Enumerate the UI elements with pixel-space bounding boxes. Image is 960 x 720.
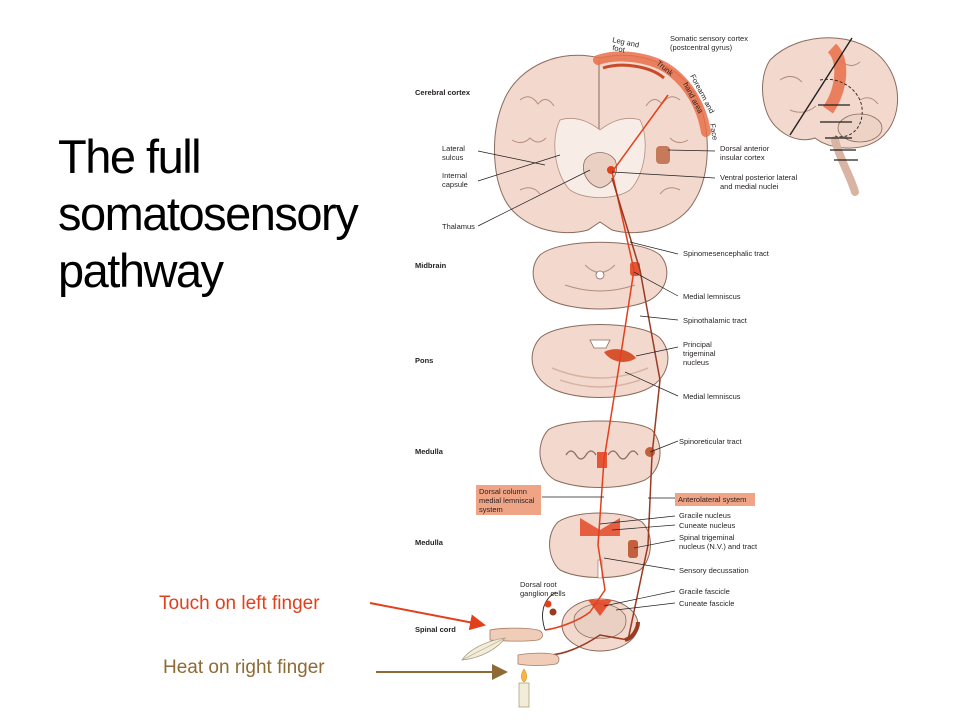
midbrain-section <box>532 241 668 310</box>
level-cerebral-cortex: Cerebral cortex <box>415 88 471 97</box>
label-medial-lemniscus-lower: Medial lemniscus <box>683 392 741 401</box>
label-trigeminal: trigeminal <box>683 349 716 358</box>
label-anterolateral-system: Anterolateral system <box>678 495 746 504</box>
touch-caption: Touch on left finger <box>159 593 320 614</box>
label-medial-nuclei: and medial nuclei <box>720 182 779 191</box>
pathway-lines <box>542 94 669 656</box>
label-spinoreticular-tract: Spinoreticular tract <box>679 437 742 446</box>
finger-feather-illustration <box>461 627 543 661</box>
pons-section <box>531 324 669 398</box>
label-system: system <box>479 505 503 514</box>
level-pons: Pons <box>415 356 433 365</box>
label-cuneate-fascicle: Cuneate fascicle <box>679 599 734 608</box>
level-midbrain: Midbrain <box>415 261 447 270</box>
label-medial-lemniscal: medial lemniscal <box>479 496 535 505</box>
cerebrum-section <box>494 51 711 234</box>
label-sensory-decussation: Sensory decussation <box>679 566 749 575</box>
label-face: Face <box>708 123 720 141</box>
label-spinothalamic-tract: Spinothalamic tract <box>683 316 748 325</box>
label-gracile-fascicle: Gracile fascicle <box>679 587 730 596</box>
spinal-cord-section <box>561 598 640 652</box>
label-principal: Principal <box>683 340 712 349</box>
label-dorsal-root: Dorsal root <box>520 580 558 589</box>
label-ganglion-cells: ganglion cells <box>520 589 566 598</box>
label-lateral: Lateral <box>442 144 465 153</box>
label-medial-lemniscus-upper: Medial lemniscus <box>683 292 741 301</box>
lateral-brain-view <box>762 37 899 196</box>
label-spinomesencephalic-tract: Spinomesencephalic tract <box>683 249 770 258</box>
label-thalamus: Thalamus <box>442 222 475 231</box>
label-sulcus: sulcus <box>442 153 464 162</box>
label-insular-cortex: insular cortex <box>720 153 765 162</box>
label-trigeminal-nucleus-tract: nucleus (N.V.) and tract <box>679 542 758 551</box>
label-postcentral-gyrus: (postcentral gyrus) <box>670 43 733 52</box>
leader-lines <box>477 149 716 611</box>
dorsal-column-box <box>476 485 541 515</box>
label-dorsal-anterior: Dorsal anterior <box>720 144 770 153</box>
label-cuneate-nucleus: Cuneate nucleus <box>679 521 736 530</box>
label-foot: foot <box>612 43 627 55</box>
anterolateral-box <box>675 493 755 506</box>
level-medulla-upper: Medulla <box>415 447 444 456</box>
label-somatic-sensory-cortex: Somatic sensory cortex <box>670 34 748 43</box>
slide-title: The full somatosensory pathway <box>58 130 359 297</box>
label-nucleus: nucleus <box>683 358 709 367</box>
label-dorsal-column: Dorsal column <box>479 487 527 496</box>
dorsal-root-ganglion-heat <box>549 608 557 616</box>
label-internal: Internal <box>442 171 467 180</box>
level-spinal-cord: Spinal cord <box>415 625 456 634</box>
label-gracile-nucleus: Gracile nucleus <box>679 511 731 520</box>
level-medulla-lower: Medulla <box>415 538 444 547</box>
dorsal-root-ganglion-touch <box>544 600 552 608</box>
touch-arrow <box>369 602 486 631</box>
heat-caption: Heat on right finger <box>163 657 325 678</box>
label-ventral-posterior: Ventral posterior lateral <box>720 173 797 182</box>
label-spinal-trigeminal: Spinal trigeminal <box>679 533 735 542</box>
label-capsule: capsule <box>442 180 468 189</box>
finger-candle-illustration <box>517 652 560 708</box>
upper-medulla-section <box>539 420 661 488</box>
